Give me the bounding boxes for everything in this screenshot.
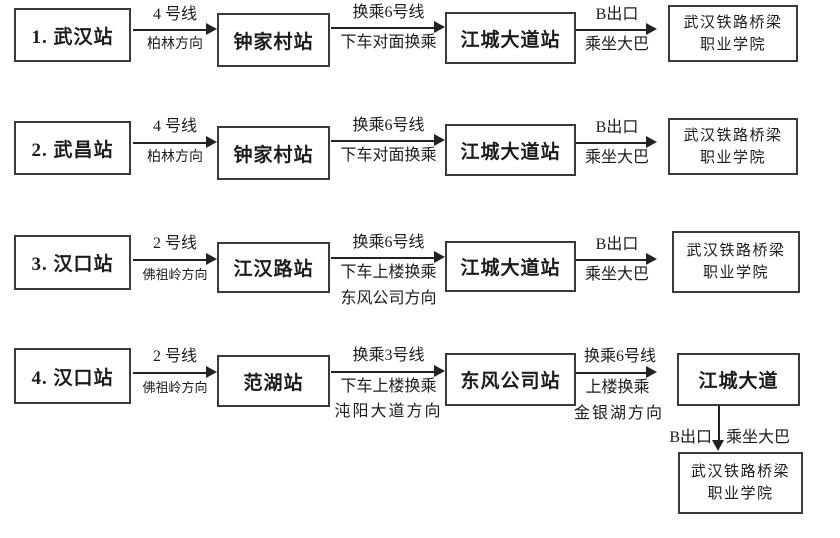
exit-label: B出口 [595, 6, 639, 23]
transfer-station-box: 江城大道站 [445, 241, 576, 292]
destination-line: 武汉铁路桥梁 [683, 127, 783, 144]
destination-box: 武汉铁路桥梁 职业学院 [668, 118, 798, 175]
start-station-box-2: 2. 武昌站 [14, 121, 131, 175]
direction-label: 沌阳大道方向 [334, 403, 443, 420]
start-station-box-3: 3. 汉口站 [14, 235, 131, 290]
direction-label: 佛祖岭方向 [142, 267, 208, 282]
transfer-station-box: 范湖站 [217, 355, 330, 407]
transfer-station-box: 钟家村站 [217, 13, 330, 67]
direction-label: 东风公司方向 [340, 290, 437, 307]
direction-label: 佛祖岭方向 [142, 380, 208, 395]
line-label: 换乘3号线 [352, 347, 425, 364]
line-label: 4 号线 [152, 118, 197, 135]
transfer-note-label: 下车上楼换乘 [340, 264, 437, 281]
start-station-box-4: 4. 汉口站 [14, 348, 131, 404]
direction-label: 柏林方向 [147, 150, 203, 165]
right-arrow [331, 251, 445, 263]
destination-line: 职业学院 [699, 149, 766, 166]
destination-line: 武汉铁路桥梁 [690, 464, 790, 480]
right-arrow [133, 136, 217, 148]
transfer-note-label: 下车对面换乘 [340, 34, 437, 51]
transfer-station-box: 江汉路站 [217, 242, 330, 293]
transfer-note-label: 下车对面换乘 [340, 147, 437, 164]
right-arrow [576, 253, 657, 265]
right-arrow [331, 21, 445, 33]
right-arrow [133, 23, 217, 35]
destination-box: 武汉铁路桥梁 职业学院 [678, 452, 803, 514]
destination-line: 职业学院 [702, 265, 769, 281]
direction-label: 金银湖方向 [573, 405, 664, 422]
transfer-station-box: 江城大道 [677, 353, 800, 406]
right-arrow [576, 366, 657, 378]
line-label: 换乘6号线 [352, 117, 425, 134]
exit-label: B出口 [669, 429, 712, 446]
bus-label: 乘坐大巴 [726, 429, 791, 446]
right-arrow [331, 365, 445, 377]
transfer-station-box: 江城大道站 [445, 12, 576, 64]
line-label: 4 号线 [152, 6, 197, 23]
right-arrow [576, 136, 657, 148]
transfer-station-box: 东风公司站 [445, 353, 576, 406]
exit-label: B出口 [595, 236, 639, 253]
exit-label: B出口 [595, 119, 639, 136]
destination-line: 武汉铁路桥梁 [686, 243, 786, 259]
line-label: 换乘6号线 [583, 348, 656, 365]
destination-line: 职业学院 [699, 36, 766, 53]
down-arrow [712, 406, 724, 451]
bus-label: 乘坐大巴 [584, 36, 649, 53]
right-arrow [133, 366, 217, 378]
transfer-station-box: 江城大道站 [445, 124, 576, 176]
bus-label: 乘坐大巴 [584, 266, 649, 283]
line-label: 换乘6号线 [352, 4, 425, 21]
destination-line: 武汉铁路桥梁 [683, 14, 783, 31]
right-arrow [133, 253, 217, 265]
transfer-station-box: 钟家村站 [217, 126, 330, 180]
line-label: 2 号线 [152, 235, 197, 252]
right-arrow [576, 23, 657, 35]
line-label: 2 号线 [152, 348, 197, 365]
transfer-note-label: 下车上楼换乘 [340, 378, 437, 395]
destination-box: 武汉铁路桥梁 职业学院 [668, 5, 798, 62]
destination-box: 武汉铁路桥梁 职业学院 [672, 231, 800, 293]
bus-label: 乘坐大巴 [584, 149, 649, 166]
start-station-box-1: 1. 武汉站 [14, 8, 131, 62]
destination-line: 职业学院 [707, 486, 774, 502]
right-arrow [331, 134, 445, 146]
transfer-note-label: 上楼换乘 [585, 379, 650, 396]
line-label: 换乘6号线 [352, 234, 425, 251]
direction-label: 柏林方向 [147, 37, 203, 52]
